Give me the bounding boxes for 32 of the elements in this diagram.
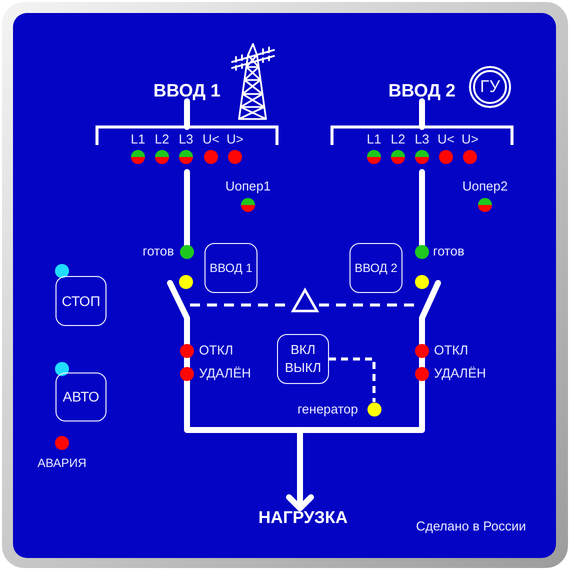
indicator-label: Uопер2 (462, 180, 508, 194)
indicator-label: ОТКЛ (434, 344, 468, 358)
auto-button: АВТО (56, 372, 106, 422)
indicator-label: L3 (414, 132, 430, 148)
indicator-label: ОТКЛ (199, 344, 234, 358)
input-button: ВВОД 1 (204, 243, 258, 293)
indicator-label: U< (202, 132, 220, 148)
origin-note: Сделано в России (416, 520, 526, 534)
power-line (297, 98, 441, 433)
indicator-label: АВАРИЯ (38, 457, 86, 471)
indicator-label: Uопер1 (225, 180, 271, 194)
indicator-label: L2 (390, 132, 406, 148)
input-button: ВВОД 2 (350, 243, 402, 293)
load-heading: НАГРУЗКА (258, 508, 348, 528)
indicator-label: U> (462, 132, 478, 148)
indicator-label: L3 (178, 132, 194, 148)
indicator-label: готов (142, 244, 174, 260)
dashed-connector (329, 358, 376, 402)
indicator-label: генератор (297, 402, 358, 416)
indicator-label: L1 (366, 132, 382, 148)
on-off-button: ВКЛ ВЫКЛ (277, 334, 329, 384)
input-heading: ВВОД 2 (388, 80, 456, 102)
indicator-label: УДАЛЁН (199, 366, 252, 382)
indicator-label: L2 (154, 132, 170, 148)
indicator-label: L1 (130, 132, 146, 148)
indicator-label: готов (433, 244, 464, 260)
indicator-label: УДАЛЁН (434, 366, 486, 382)
generator-symbol: ГУ (469, 66, 511, 108)
indicator-label: U> (226, 132, 244, 148)
indicator-label: U< (438, 132, 454, 148)
input-heading: ВВОД 1 (153, 80, 221, 102)
stop-button: СТОП (56, 276, 106, 326)
